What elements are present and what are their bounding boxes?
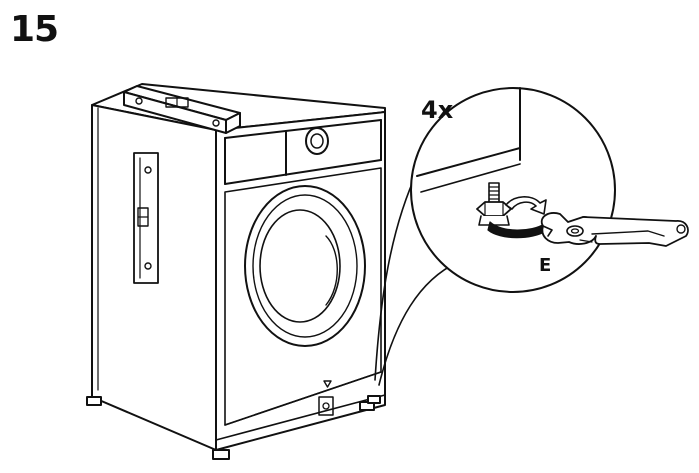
step-number: 15 — [10, 9, 59, 50]
spirit-level-icon — [123, 85, 241, 134]
part-label-e: E — [539, 255, 552, 276]
quantity-label: 4x — [421, 96, 454, 124]
wrench-icon — [540, 212, 689, 247]
washing-machine-icon — [86, 83, 386, 460]
callout-lines — [374, 169, 459, 386]
